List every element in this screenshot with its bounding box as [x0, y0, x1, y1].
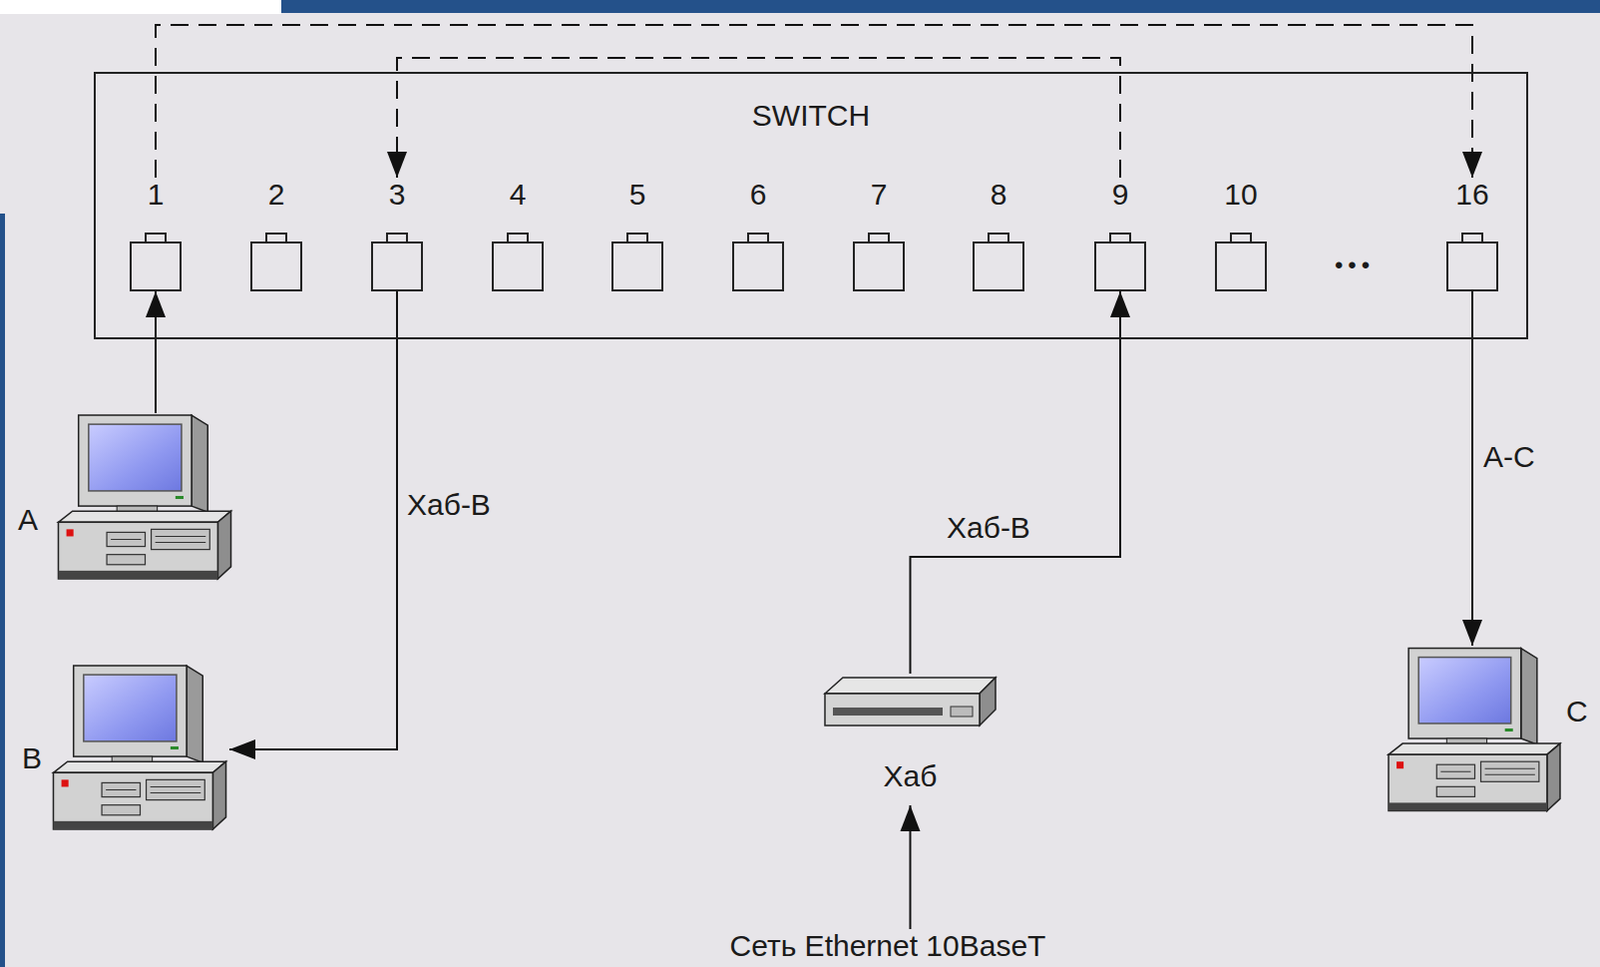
- connection-label: A-C: [1480, 439, 1539, 474]
- computer-icon: [1388, 648, 1561, 811]
- port-tab: [747, 232, 770, 242]
- switch-port: 16: [1437, 177, 1508, 292]
- connection-label: Хаб-В: [943, 510, 1034, 545]
- port-tab: [265, 232, 288, 242]
- port-number: 10: [1205, 177, 1276, 212]
- arrow-head: [1462, 619, 1483, 646]
- port-socket: [1214, 241, 1267, 292]
- hub: Хаб: [822, 673, 998, 805]
- arrow-head: [229, 739, 256, 760]
- port-tab: [1461, 232, 1484, 242]
- port-socket: [972, 241, 1025, 292]
- cable: [910, 291, 1122, 674]
- switch-port: 5: [602, 177, 673, 292]
- connection-label: Хаб-В: [403, 487, 494, 522]
- port-socket: [129, 241, 182, 292]
- port-socket: [1446, 241, 1499, 292]
- port-tab: [1109, 232, 1132, 242]
- hub-label: Хаб: [822, 759, 998, 794]
- arrow-head: [387, 151, 407, 178]
- switch-port: 6: [723, 177, 794, 292]
- network-label: Сеть Ethernet 10BaseT: [730, 928, 1047, 963]
- port-number: 7: [843, 177, 914, 212]
- port-socket: [250, 241, 303, 292]
- corner-patch: [0, 0, 282, 14]
- switch-port: 4: [482, 177, 553, 292]
- computer-icon: [52, 665, 226, 829]
- port-socket: [852, 241, 905, 292]
- port-socket: [371, 241, 423, 292]
- port-socket: [732, 241, 785, 292]
- left-bar: [0, 213, 5, 967]
- switch-port: 2: [241, 177, 312, 292]
- computer-icon: [57, 414, 231, 579]
- port-socket: [611, 241, 664, 292]
- switch-title: SWITCH: [95, 98, 1527, 133]
- network-source: Сеть Ethernet 10BaseT: [730, 928, 1047, 963]
- arrow-head: [1110, 291, 1131, 318]
- port-tab: [867, 232, 890, 242]
- switch-port: 10: [1205, 177, 1276, 292]
- cable: [229, 291, 398, 750]
- top-bar: [281, 0, 1600, 13]
- port-number: 1: [120, 177, 191, 212]
- switch-port: 8: [963, 177, 1034, 292]
- port-socket: [1094, 241, 1147, 292]
- port-number: 8: [963, 177, 1034, 212]
- port-tab: [626, 232, 649, 242]
- switch-port: 9: [1085, 177, 1156, 292]
- continuation-dots: •••: [1334, 248, 1375, 283]
- port-tab: [506, 232, 529, 242]
- arrow-head: [900, 804, 921, 831]
- switch-port: 1: [120, 177, 191, 292]
- computer-label: C: [1566, 694, 1589, 729]
- computer-label: A: [17, 502, 38, 537]
- switch-port: 3: [362, 177, 432, 292]
- computer-label: B: [21, 741, 42, 776]
- port-socket: [491, 241, 544, 292]
- arrow-head: [145, 291, 166, 318]
- switch-port: 7: [843, 177, 914, 292]
- port-number: 3: [362, 177, 432, 212]
- computer: A: [13, 412, 235, 584]
- computer: C: [1386, 645, 1595, 816]
- port-tab: [987, 232, 1010, 242]
- port-tab: [144, 232, 167, 242]
- port-number: 16: [1437, 177, 1508, 212]
- port-number: 6: [723, 177, 794, 212]
- hub-icon: [824, 677, 996, 726]
- port-tab: [386, 232, 408, 242]
- port-tab: [1229, 232, 1252, 242]
- computer: B: [15, 663, 230, 835]
- port-number: 9: [1085, 177, 1156, 212]
- port-number: 5: [602, 177, 673, 212]
- arrow-head: [1462, 151, 1483, 178]
- port-number: 4: [482, 177, 553, 212]
- cable: [1471, 291, 1474, 646]
- switch-box: SWITCH 1 2 3 4 5 6 7 8 9 10 16: [93, 71, 1529, 340]
- port-number: 2: [241, 177, 312, 212]
